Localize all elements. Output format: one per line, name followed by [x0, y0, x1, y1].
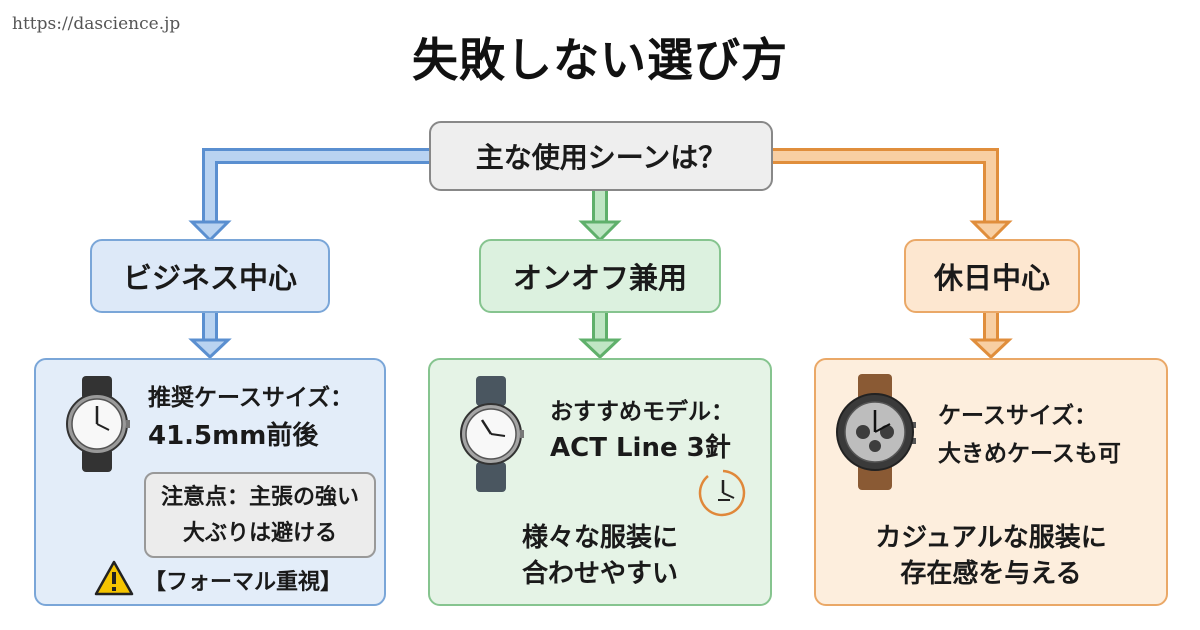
arrow-to-onoff	[578, 191, 622, 243]
category-holiday-label: 休日中心	[933, 261, 1050, 295]
arrow-to-holiday	[773, 148, 1013, 243]
business-heading: 推奨ケースサイズ：	[148, 385, 354, 411]
category-business-label: ビジネス中心	[122, 261, 297, 295]
holiday-heading: ケースサイズ：	[938, 403, 1098, 429]
holiday-value: 大きめケースも可	[938, 441, 1121, 467]
arrow-onoff-to-panel	[578, 313, 622, 360]
onoff-value: ACT Line 3針	[550, 433, 731, 463]
warning-icon	[94, 560, 134, 596]
question-text: 主な使用シーンは？	[475, 141, 727, 174]
chronograph-watch-icon	[836, 374, 916, 490]
arrow-holiday-to-panel	[969, 313, 1013, 360]
panel-holiday: ケースサイズ： 大きめケースも可 カジュアルな服装に 存在感を与える	[814, 358, 1168, 606]
holiday-desc-line-1: カジュアルな服装に	[875, 523, 1107, 553]
diagram-title: 失敗しない選び方	[412, 33, 788, 87]
category-onoff: オンオフ兼用	[479, 239, 721, 313]
business-note-line-1: 注意点：主張の強い	[160, 485, 359, 510]
business-note: 注意点：主張の強い 大ぶりは避ける	[144, 472, 376, 558]
arrow-business-to-panel	[188, 313, 232, 360]
panel-onoff: おすすめモデル： ACT Line 3針 様々な服装に 合わせやすい	[428, 358, 772, 606]
business-note-line-2: 大ぶりは避ける	[182, 521, 337, 546]
site-url[interactable]: https://dascience.jp	[12, 14, 181, 34]
arrow-to-business	[188, 148, 429, 243]
wristwatch-icon	[460, 376, 524, 492]
business-footer: 【フォーマル重視】	[144, 570, 343, 595]
onoff-desc-line-2: 合わせやすい	[521, 559, 678, 589]
business-value: 41.5mm前後	[148, 421, 319, 451]
category-business: ビジネス中心	[90, 239, 330, 313]
question-box: 主な使用シーンは？	[429, 121, 773, 191]
category-holiday: 休日中心	[904, 239, 1080, 313]
clock-icon	[698, 469, 746, 517]
wristwatch-icon	[66, 376, 130, 472]
onoff-heading: おすすめモデル：	[550, 399, 734, 425]
category-onoff-label: オンオフ兼用	[512, 261, 687, 295]
panel-business: 推奨ケースサイズ： 41.5mm前後 注意点：主張の強い 大ぶりは避ける 【フォ…	[34, 358, 386, 606]
holiday-desc-line-2: 存在感を与える	[900, 559, 1082, 589]
onoff-desc-line-1: 様々な服装に	[521, 523, 678, 553]
